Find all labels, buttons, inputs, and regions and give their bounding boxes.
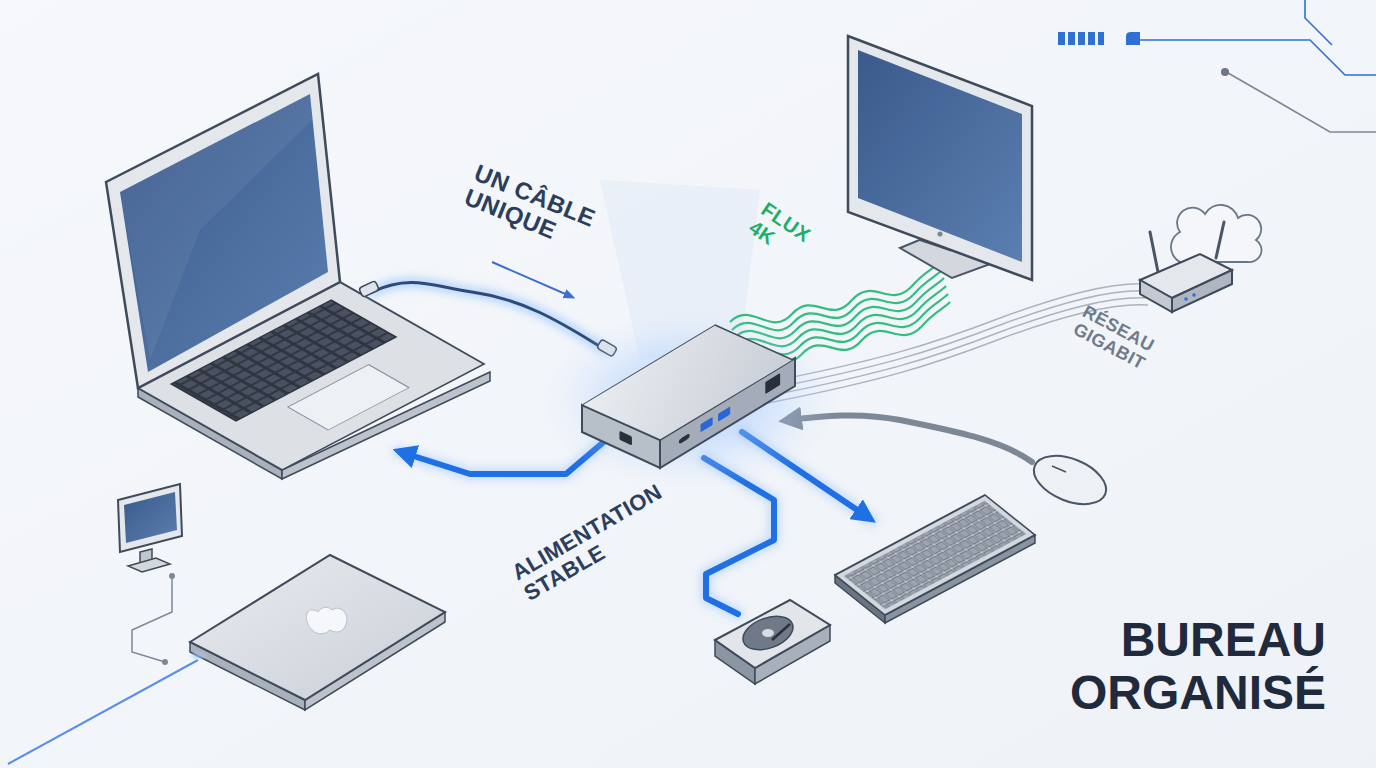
circuit-decoration-part bbox=[1305, 0, 1332, 45]
circuit-decoration-part bbox=[1221, 68, 1229, 76]
monitor-illustration-part bbox=[938, 232, 943, 237]
hub-illustration-part-part bbox=[765, 373, 780, 394]
hub-illustration-part-part bbox=[718, 406, 730, 421]
mouse-illustration-part bbox=[1052, 466, 1066, 472]
circuit-decoration-part bbox=[1098, 32, 1104, 45]
secondary-devices-illustration-part bbox=[306, 607, 347, 634]
hub-illustration-part bbox=[540, 310, 840, 490]
secondary-devices-illustration-part bbox=[124, 492, 177, 543]
monitor-illustration-part bbox=[848, 36, 1032, 280]
hub-illustration-part bbox=[619, 431, 631, 446]
video-waves-part bbox=[730, 262, 940, 322]
hard-drive-illustration-part bbox=[762, 629, 774, 637]
secondary-devices-illustration-part bbox=[8, 660, 198, 764]
hub-illustration-part-part bbox=[619, 431, 631, 446]
usb-c-cable-part bbox=[359, 281, 380, 298]
secondary-devices-illustration-part bbox=[128, 558, 170, 572]
laptop-illustration-part-part bbox=[288, 365, 409, 430]
hub-illustration-part bbox=[582, 325, 793, 440]
hub-illustration bbox=[540, 310, 840, 490]
router-illustration bbox=[1140, 205, 1262, 312]
circuit-decoration-part bbox=[1088, 32, 1095, 45]
hub-illustration-part-part bbox=[701, 417, 713, 432]
router-illustration-part bbox=[1140, 280, 1172, 312]
laptop-illustration-part bbox=[106, 74, 340, 388]
secondary-devices-illustration-part bbox=[162, 659, 168, 665]
secondary-devices-illustration bbox=[8, 484, 445, 764]
circuit-decoration-part bbox=[1228, 73, 1376, 132]
router-illustration-part bbox=[1172, 270, 1232, 312]
monitor-illustration-part bbox=[858, 50, 1022, 262]
laptop-illustration-part bbox=[120, 94, 312, 360]
mouse-illustration-part bbox=[1027, 446, 1113, 513]
router-illustration-part bbox=[1184, 297, 1188, 301]
secondary-devices-illustration-part bbox=[188, 651, 208, 661]
diagram-title: BUREAU ORGANISÉ bbox=[1036, 613, 1326, 721]
usb-c-cable-part bbox=[372, 282, 606, 350]
hub-illustration-part-part bbox=[582, 325, 793, 440]
circuit-decoration bbox=[1058, 0, 1376, 132]
router-illustration-part bbox=[1192, 293, 1196, 297]
circuit-decoration-part bbox=[1078, 32, 1085, 45]
secondary-devices-illustration-part bbox=[169, 573, 175, 579]
secondary-devices-illustration-part bbox=[118, 484, 182, 552]
circuit-decoration-part bbox=[1126, 32, 1140, 45]
router-illustration-part bbox=[1171, 205, 1262, 264]
monitor-illustration bbox=[848, 36, 1032, 280]
circuit-decoration-part bbox=[1058, 32, 1065, 45]
router-illustration-part bbox=[1216, 222, 1224, 258]
secondary-devices-illustration-part bbox=[190, 555, 445, 700]
circuit-decoration-part bbox=[1068, 32, 1075, 45]
usb-c-cable-part bbox=[372, 282, 606, 350]
hard-drive-illustration-part bbox=[772, 624, 790, 640]
circuit-decoration-part bbox=[1140, 40, 1376, 75]
laptop-illustration bbox=[106, 74, 490, 479]
hub-illustration-part bbox=[679, 373, 780, 447]
laptop-illustration-part bbox=[120, 94, 328, 372]
router-illustration-part bbox=[1150, 232, 1158, 272]
secondary-devices-illustration-part bbox=[132, 576, 172, 662]
video-waves-part bbox=[732, 270, 942, 330]
hub-illustration-part-part bbox=[679, 433, 690, 445]
direction-arrow bbox=[492, 262, 570, 296]
hard-drive-illustration-part bbox=[738, 610, 797, 656]
